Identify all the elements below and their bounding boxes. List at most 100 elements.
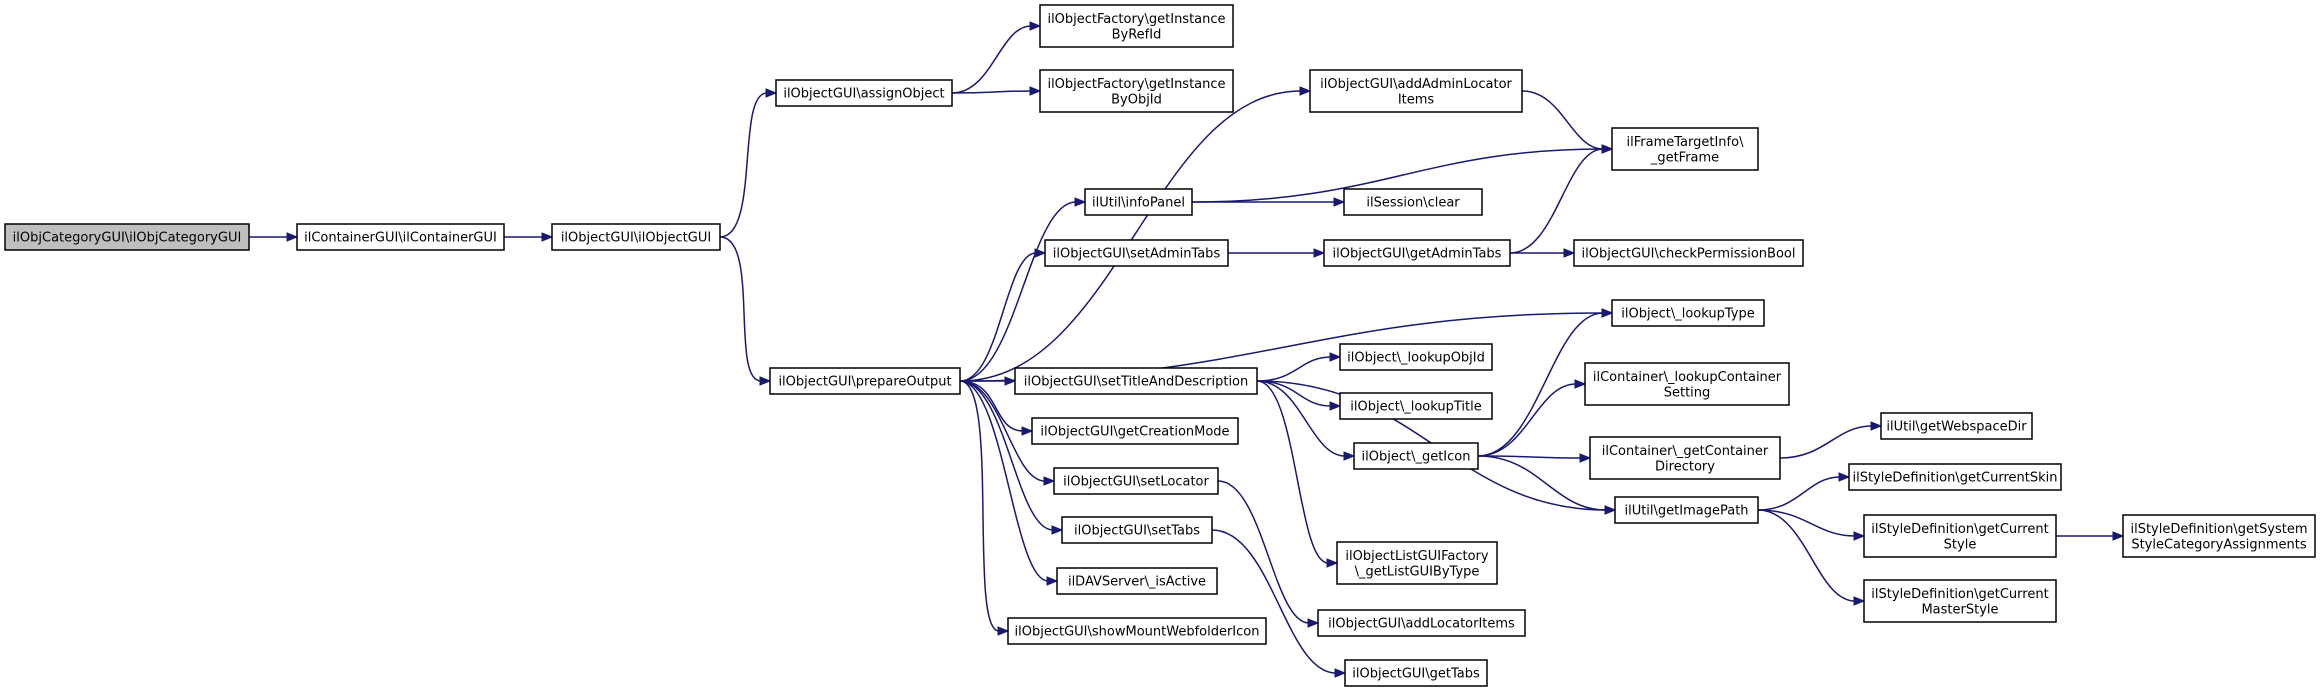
graph-node[interactable]: ilFrameTargetInfo\_getFrame bbox=[1611, 127, 1759, 171]
graph-node[interactable]: ilObjectGUI\showMountWebfolderIcon bbox=[1007, 617, 1267, 645]
graph-node[interactable]: ilStyleDefinition\getCurrentSkin bbox=[1848, 463, 2062, 491]
call-edge bbox=[1477, 453, 1592, 463]
graph-node[interactable]: ilObject\_lookupType bbox=[1611, 299, 1765, 327]
node-box bbox=[1053, 467, 1219, 495]
graph-node[interactable]: ilObject\_lookupTitle bbox=[1339, 392, 1493, 420]
edge-line bbox=[959, 201, 1077, 382]
graph-node[interactable]: ilDAVServer\_isActive bbox=[1056, 567, 1218, 595]
graph-node[interactable]: ilUtil\getWebspaceDir bbox=[1880, 412, 2033, 440]
edge-line bbox=[1191, 148, 1604, 203]
node-box bbox=[2122, 514, 2316, 558]
graph-node[interactable]: ilObjectGUI\getTabs bbox=[1344, 659, 1488, 687]
node-label: ilObjectGUI\getAdminTabs bbox=[1333, 247, 1502, 262]
graph-node[interactable]: ilContainerGUI\ilContainerGUI bbox=[296, 223, 505, 251]
call-edge bbox=[719, 88, 778, 238]
node-box bbox=[1611, 299, 1765, 327]
graph-node[interactable]: ilObjectGUI\assignObject bbox=[775, 79, 953, 107]
edge-line bbox=[959, 380, 1000, 632]
arrowhead-icon bbox=[759, 376, 772, 386]
node-label: ilObjectGUI\checkPermissionBool bbox=[1582, 247, 1796, 262]
edge-line bbox=[719, 92, 768, 238]
graph-node[interactable]: ilObjectGUI\setAdminTabs bbox=[1044, 239, 1229, 267]
edge-line bbox=[1217, 480, 1310, 624]
arrowhead-icon bbox=[1307, 618, 1320, 628]
node-label: ilObject\_lookupObjId bbox=[1347, 351, 1485, 366]
arrowhead-icon bbox=[1034, 248, 1047, 258]
node-box bbox=[769, 367, 961, 395]
graph-node[interactable]: ilObjectGUI\addLocatorItems bbox=[1317, 609, 1526, 637]
node-box bbox=[1084, 188, 1193, 216]
graph-node[interactable]: ilStyleDefinition\getSystemStyleCategory… bbox=[2122, 514, 2316, 558]
graph-node[interactable]: ilObjectGUI\checkPermissionBool bbox=[1573, 239, 1804, 267]
node-box bbox=[1589, 436, 1781, 480]
node-label: MasterStyle bbox=[1921, 602, 1998, 617]
graph-node[interactable]: ilObjectGUI\ilObjectGUI bbox=[551, 223, 721, 251]
graph-node[interactable]: ilUtil\infoPanel bbox=[1084, 188, 1193, 216]
graph-node[interactable]: ilObjectGUI\getCreationMode bbox=[1031, 417, 1239, 445]
node-box bbox=[1007, 617, 1267, 645]
graph-node[interactable]: ilObjectGUI\setTabs bbox=[1061, 516, 1213, 544]
graph-node[interactable]: ilSession\clear bbox=[1343, 188, 1483, 216]
node-box bbox=[1339, 392, 1493, 420]
call-edge bbox=[249, 232, 299, 242]
call-edge bbox=[504, 232, 554, 242]
graph-node[interactable]: ilObjectListGUIFactory\_getListGUIByType bbox=[1336, 541, 1498, 585]
arrowhead-icon bbox=[1326, 558, 1339, 568]
node-label: ilObjectGUI\setLocator bbox=[1063, 475, 1209, 490]
graph-node[interactable]: ilObject\_getIcon bbox=[1353, 442, 1479, 470]
node-box bbox=[1031, 417, 1239, 445]
edge-line bbox=[719, 236, 762, 382]
graph-node[interactable]: ilObjectGUI\setLocator bbox=[1053, 467, 1219, 495]
edge-line bbox=[959, 380, 1049, 582]
call-edge bbox=[1757, 509, 1866, 541]
node-label: ilObjectGUI\prepareOutput bbox=[778, 375, 951, 390]
edge-line bbox=[1779, 425, 1873, 459]
call-edge bbox=[1509, 144, 1614, 254]
graph-node[interactable]: ilObjectGUI\getAdminTabs bbox=[1323, 239, 1511, 267]
graph-node[interactable]: ilUtil\getImagePath bbox=[1614, 496, 1759, 524]
call-edge bbox=[1477, 308, 1614, 457]
graph-node[interactable]: ilObject\_lookupObjId bbox=[1339, 343, 1493, 371]
graph-node[interactable]: ilObjectGUI\setTitleAndDescription bbox=[1014, 367, 1258, 395]
edge-line bbox=[959, 252, 1037, 382]
arrowhead-icon bbox=[1870, 421, 1883, 431]
arrowhead-icon bbox=[541, 232, 554, 242]
graph-node[interactable]: ilObjCategoryGUI\ilObjCategoryGUI bbox=[4, 223, 250, 251]
call-edge bbox=[1256, 380, 1356, 461]
node-label: ilStyleDefinition\getCurrent bbox=[1871, 587, 2048, 602]
node-label: ilSession\clear bbox=[1366, 196, 1460, 211]
node-label: Setting bbox=[1664, 385, 1711, 400]
edge-line bbox=[1757, 509, 1856, 537]
node-box bbox=[1056, 567, 1218, 595]
node-label: ilUtil\getImagePath bbox=[1624, 504, 1748, 519]
node-label: ilUtil\getWebspaceDir bbox=[1886, 420, 2027, 435]
node-box bbox=[1573, 239, 1804, 267]
call-edge bbox=[1211, 529, 1347, 678]
graph-node[interactable]: ilObjectGUI\prepareOutput bbox=[769, 367, 961, 395]
arrowhead-icon bbox=[1299, 86, 1312, 96]
call-edge bbox=[959, 380, 1059, 586]
arrowhead-icon bbox=[1601, 144, 1614, 154]
node-label: ilObjectGUI\getTabs bbox=[1352, 667, 1480, 682]
node-label: ilObject\_getIcon bbox=[1362, 450, 1471, 465]
node-box bbox=[1584, 362, 1790, 406]
edge-line bbox=[1256, 356, 1332, 382]
arrowhead-icon bbox=[1046, 576, 1059, 586]
call-edge bbox=[1192, 197, 1346, 207]
arrowhead-icon bbox=[1051, 525, 1064, 535]
node-label: ByObjId bbox=[1111, 92, 1162, 107]
node-box bbox=[1014, 367, 1258, 395]
arrowhead-icon bbox=[1004, 376, 1017, 386]
node-label: ilObjectGUI\getCreationMode bbox=[1040, 425, 1229, 440]
node-label: \_getListGUIByType bbox=[1355, 564, 1480, 579]
edge-line bbox=[959, 380, 1024, 432]
node-box bbox=[1614, 496, 1759, 524]
